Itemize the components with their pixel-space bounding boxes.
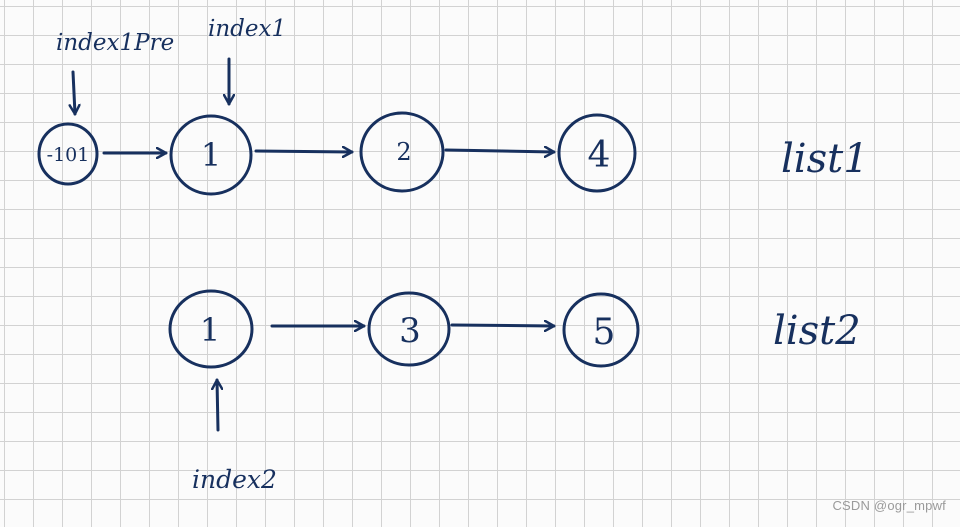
list2-node-1-value: 1 xyxy=(200,311,220,349)
list2-node-5-circle xyxy=(562,292,640,368)
pointer-index1-label: index1 xyxy=(208,16,286,42)
list2-node-5: 5 xyxy=(562,292,640,368)
pointer-index2-arrow xyxy=(217,378,218,432)
list2-node-1: 1 xyxy=(168,289,254,369)
pointer-index2-label: index2 xyxy=(192,465,277,494)
list1-arrow-2 xyxy=(444,150,556,152)
list1-node-2: 2 xyxy=(359,111,445,193)
list1-node-1: 1 xyxy=(169,114,253,196)
list2-node-3: 3 xyxy=(367,291,451,367)
list1-node-1-circle xyxy=(169,114,253,196)
list2-arrow-1 xyxy=(450,325,556,326)
list1-node-dummy-circle xyxy=(37,122,99,186)
list1-node-1-value: 1 xyxy=(201,136,221,174)
list1-node-4: 4 xyxy=(557,113,637,193)
list2-node-3-value: 3 xyxy=(399,311,421,351)
list1-node-2-value: 2 xyxy=(396,138,411,166)
list1-node-4-value: 4 xyxy=(588,135,611,176)
list2-node-1-circle xyxy=(168,289,254,369)
list1-node-4-circle xyxy=(557,113,637,193)
list1-arrow-1 xyxy=(254,151,354,152)
list1-label: list1 xyxy=(781,136,869,182)
list1-node-2-circle xyxy=(359,111,445,193)
watermark: CSDN @ogr_mpwf xyxy=(832,498,946,513)
list1-node-dummy: -101 xyxy=(37,122,99,186)
list2-node-3-circle xyxy=(367,291,451,367)
pointer-index1pre-arrow xyxy=(73,70,75,116)
pointer-index1pre-label: index1Pre xyxy=(56,30,174,56)
list1-node-dummy-value: -101 xyxy=(47,144,90,166)
list2-label: list2 xyxy=(773,308,861,354)
list2-node-5-value: 5 xyxy=(593,312,616,353)
